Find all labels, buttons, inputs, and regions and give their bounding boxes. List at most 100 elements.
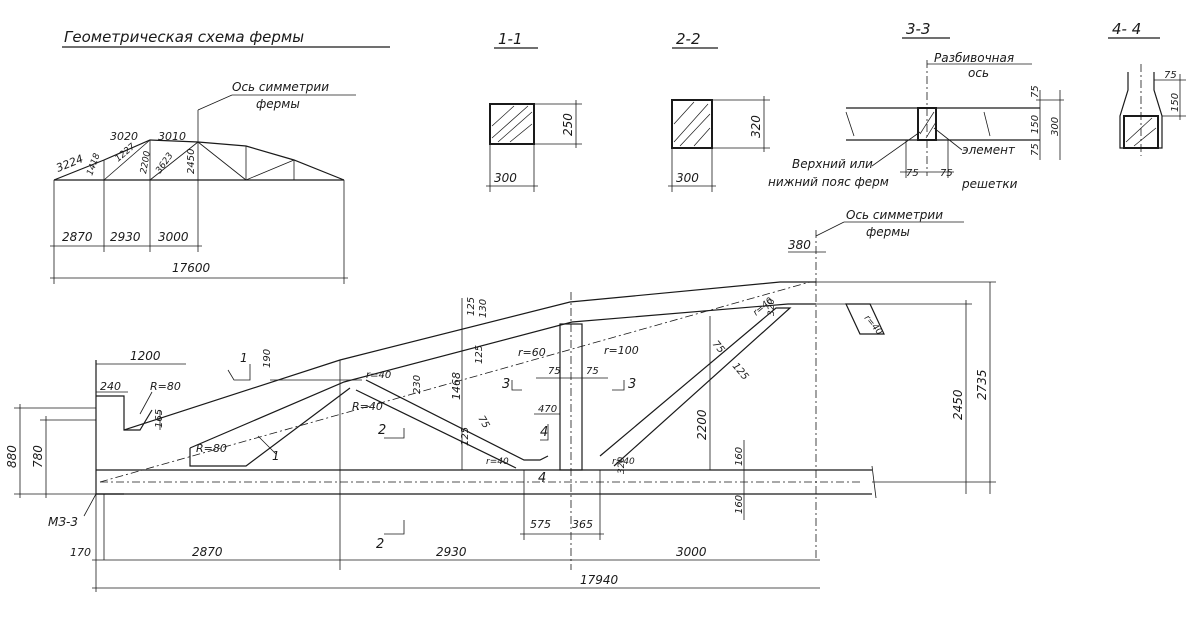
dim-165: 165	[154, 409, 165, 428]
dim-17940: 17940	[580, 573, 619, 587]
dim-880: 880	[5, 445, 19, 468]
section-2-2: 320 300	[668, 96, 770, 192]
len-3224: 3224	[54, 152, 85, 175]
section-4-4-title: 4- 4	[1108, 20, 1160, 39]
s11-width-300: 300	[494, 171, 517, 185]
cut-4-lower: 4	[538, 471, 546, 486]
dim-170: 170	[70, 546, 91, 559]
radius-r40-bottom-right: r=40	[612, 457, 635, 467]
chord-label-2: нижний пояс ферм	[768, 175, 889, 189]
len-3623: 3623	[154, 151, 175, 176]
dim-575: 575	[530, 518, 551, 531]
sym-axis-big-label-2: фермы	[866, 225, 910, 239]
dim-240: 240	[100, 380, 121, 393]
dim-780: 780	[31, 445, 45, 468]
radius-r40-left: R=40	[352, 400, 383, 413]
s33-75-top: 75	[1030, 85, 1041, 98]
cut-3-right: 3	[628, 377, 636, 392]
len-1418: 1418	[85, 152, 102, 177]
dim-125-mid: 125	[474, 345, 485, 364]
element-label-1: элемент	[962, 143, 1016, 157]
section-1-1-title: 1-1	[494, 30, 538, 49]
radius-r40-low: r=40	[486, 457, 509, 467]
span-total-17600: 17600	[172, 261, 211, 275]
section-2-2-title: 2-2	[672, 30, 718, 49]
radius-r40-node: r=40	[366, 370, 391, 381]
razb-axis-label-2: ось	[968, 66, 989, 80]
dim-75-d2: 75	[710, 339, 727, 356]
chord-label-1: Верхний или	[792, 157, 873, 171]
section-4-4: 75 150	[1119, 64, 1186, 156]
element-label-2: решетки	[961, 177, 1018, 191]
len-2200: 2200	[139, 150, 153, 175]
dim-160-up: 160	[734, 447, 745, 466]
dim-2450: 2450	[951, 389, 965, 420]
sym-axis-big-label-1: Ось симметрии	[846, 208, 943, 222]
cut-4-upper: 4	[540, 425, 548, 440]
dim-75-right: 75	[586, 366, 599, 377]
dim-320-low: 320	[617, 457, 627, 474]
dim-1468: 1468	[450, 372, 463, 400]
section-3-3-title-text: 3-3	[906, 20, 931, 38]
dim-190: 190	[262, 349, 273, 368]
mz-3-label: МЗ-3	[48, 515, 78, 529]
dim-320-top: 320	[767, 299, 777, 316]
s33-75-bottom: 75	[1030, 143, 1041, 156]
s11-height-250: 250	[561, 113, 575, 136]
cut-1-lower: 1	[272, 449, 280, 463]
s33-150: 150	[1030, 115, 1041, 134]
dim-125-d2: 125	[730, 361, 751, 383]
len-3010: 3010	[158, 130, 186, 143]
dim-75-left: 75	[548, 366, 561, 377]
main-title: Геометрическая схема фермы	[62, 28, 390, 48]
radius-r60: r=60	[518, 346, 546, 359]
main-title-text: Геометрическая схема фермы	[64, 28, 304, 46]
cut-1-upper: 1	[240, 351, 248, 365]
section-3-3: Разбивочная ось 75 150 75 300 75 75 Верх…	[768, 51, 1064, 191]
dim-380: 380	[788, 238, 811, 252]
span-2870: 2870	[62, 230, 93, 244]
s44-150: 150	[1170, 93, 1181, 112]
sym-axis-small-label-2: фермы	[256, 97, 300, 111]
len-2450: 2450	[186, 149, 197, 174]
dim-2930: 2930	[436, 545, 467, 559]
dim-230: 230	[412, 375, 423, 394]
section-2-2-title-text: 2-2	[676, 30, 701, 48]
dim-2200: 2200	[695, 409, 709, 440]
radius-r80-bottom: R=80	[196, 442, 227, 455]
dim-2735: 2735	[975, 369, 989, 400]
dim-470: 470	[538, 404, 557, 415]
dim-130: 130	[478, 299, 489, 318]
truss-elevation: 880 780 1200 240 R=80 165 1 1 2 2 3 3 4 …	[5, 208, 996, 592]
section-3-3-title: 3-3	[902, 20, 950, 39]
s33-75-left: 75	[906, 168, 919, 179]
dim-1200: 1200	[130, 349, 161, 363]
cut-2-upper: 2	[378, 423, 386, 438]
len-3020: 3020	[110, 130, 138, 143]
sym-axis-small-label-1: Ось симметрии	[232, 80, 329, 94]
radius-r80-top: R=80	[150, 380, 181, 393]
dim-160-down: 160	[734, 495, 745, 514]
cut-2-lower: 2	[376, 537, 384, 552]
dim-125-top: 125	[466, 297, 477, 316]
geometric-scheme: Ось симметрии фермы 3224 3020 3010 1418 …	[50, 80, 356, 284]
cut-3-left: 3	[502, 377, 510, 392]
dim-75-diag: 75	[475, 414, 491, 431]
s22-height-320: 320	[749, 115, 763, 138]
dim-2870: 2870	[192, 545, 223, 559]
section-1-1: 250 300	[486, 100, 582, 192]
radius-r100: r=100	[604, 344, 639, 357]
span-2930: 2930	[110, 230, 141, 244]
razb-axis-label-1: Разбивочная	[934, 51, 1014, 65]
s44-75: 75	[1164, 70, 1177, 81]
section-1-1-title-text: 1-1	[498, 30, 523, 48]
dim-3000: 3000	[676, 545, 707, 559]
section-4-4-title-text: 4- 4	[1112, 20, 1141, 38]
s22-width-300: 300	[676, 171, 699, 185]
span-3000: 3000	[158, 230, 189, 244]
dim-365: 365	[572, 518, 593, 531]
s33-300: 300	[1050, 117, 1061, 136]
dim-125-low: 125	[460, 427, 471, 446]
s33-75-right: 75	[940, 168, 953, 179]
